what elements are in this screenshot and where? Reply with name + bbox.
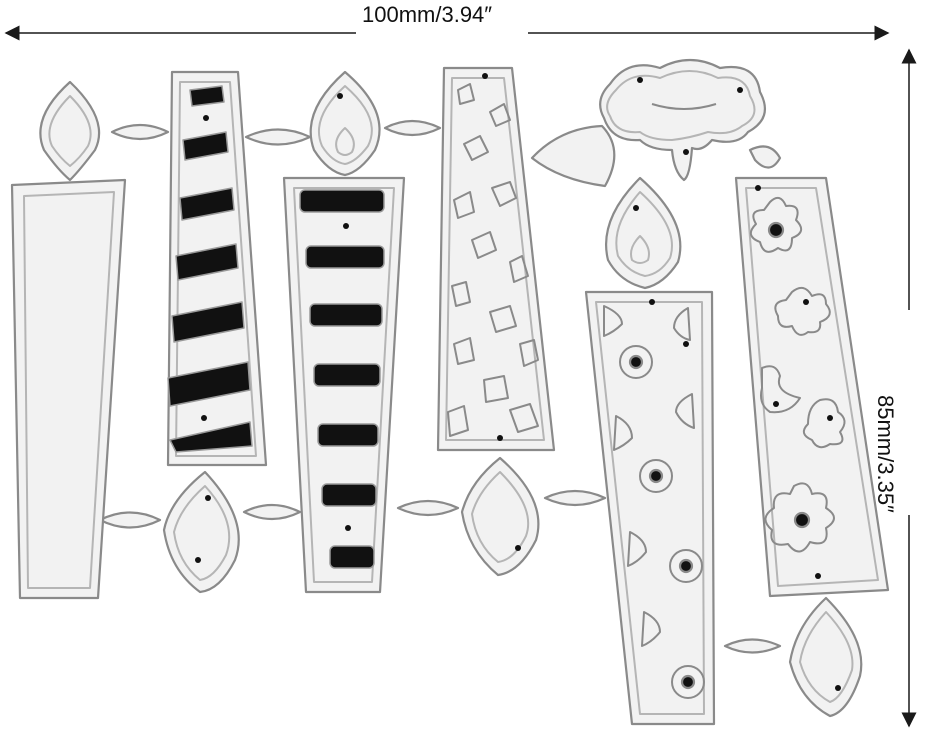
diamond-cutouts [447, 83, 539, 437]
candle-barred [282, 70, 406, 594]
candle-diamonds [436, 66, 556, 577]
bar-cutouts [299, 189, 385, 569]
pin-holes [195, 73, 841, 691]
cloud-topper [599, 58, 766, 182]
flower-cutouts [749, 196, 846, 553]
candle-flowers [734, 176, 890, 718]
candle-plain [10, 80, 127, 600]
stripe-cutouts [167, 85, 253, 453]
dot-cutouts [603, 305, 705, 699]
connector-bridges [98, 119, 782, 654]
dot-centers [628, 354, 696, 690]
flower-centers [767, 221, 811, 529]
width-dimension-label: 100mm/3.94″ [362, 2, 493, 27]
